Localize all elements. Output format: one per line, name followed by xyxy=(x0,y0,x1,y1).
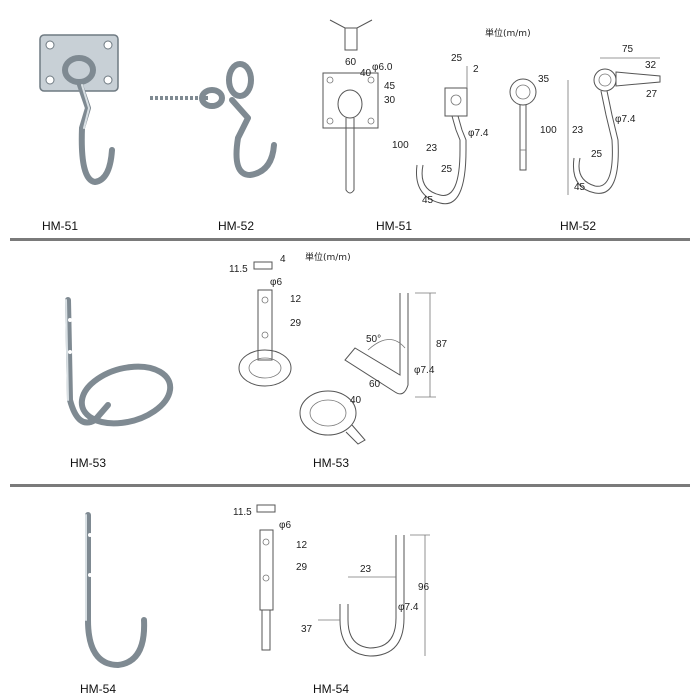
svg-text:23: 23 xyxy=(426,143,438,154)
svg-text:φ6: φ6 xyxy=(279,520,291,531)
svg-text:12: 12 xyxy=(290,294,302,305)
svg-text:40: 40 xyxy=(350,395,362,406)
divider-1 xyxy=(10,238,690,241)
svg-text:23: 23 xyxy=(360,564,372,575)
svg-text:100: 100 xyxy=(392,140,409,151)
svg-text:φ6: φ6 xyxy=(270,277,282,288)
svg-text:75: 75 xyxy=(622,44,634,55)
label-hm51-photo: HM-51 xyxy=(42,219,78,233)
hm53-drawing: 11.5 4 φ6 12 29 50° 87 60 φ7.4 40 xyxy=(229,254,448,445)
svg-text:23: 23 xyxy=(572,125,584,136)
svg-text:35: 35 xyxy=(538,74,550,85)
svg-text:25: 25 xyxy=(591,149,603,160)
svg-text:50°: 50° xyxy=(366,334,381,345)
svg-text:φ6.0: φ6.0 xyxy=(372,62,393,73)
svg-text:40: 40 xyxy=(360,68,372,79)
label-hm54-drawing: HM-54 xyxy=(313,682,349,696)
svg-text:25: 25 xyxy=(451,53,463,64)
svg-text:37: 37 xyxy=(301,624,313,635)
svg-text:φ7.4: φ7.4 xyxy=(414,365,435,376)
svg-text:45: 45 xyxy=(384,81,396,92)
svg-text:φ7.4: φ7.4 xyxy=(468,128,489,139)
svg-text:φ7.4: φ7.4 xyxy=(398,602,419,613)
svg-text:87: 87 xyxy=(436,339,448,350)
divider-2 xyxy=(10,484,690,487)
svg-text:27: 27 xyxy=(646,89,658,100)
label-hm52-photo: HM-52 xyxy=(218,219,254,233)
hm51-drawing: 60 φ6.0 40 45 30 100 23 25 45 25 2 φ7.4 xyxy=(322,19,489,206)
svg-text:11.5: 11.5 xyxy=(229,264,248,275)
svg-text:12: 12 xyxy=(296,540,308,551)
hm54-drawing: 11.5 φ6 12 29 23 96 φ7.4 37 xyxy=(233,504,430,657)
svg-text:60: 60 xyxy=(369,379,381,390)
label-hm54-photo: HM-54 xyxy=(80,682,116,696)
svg-text:29: 29 xyxy=(296,562,308,573)
hm54-photo xyxy=(85,512,148,668)
svg-text:φ7.4: φ7.4 xyxy=(615,114,636,125)
svg-text:4: 4 xyxy=(280,254,286,265)
svg-text:45: 45 xyxy=(574,182,586,193)
unit-label-top: 単位(m/m) xyxy=(485,27,531,39)
label-hm52-drawing: HM-52 xyxy=(560,219,596,233)
hm52-drawing: 35 100 75 32 27 23 φ7.4 25 45 xyxy=(509,44,661,195)
hm52-photo xyxy=(150,61,277,178)
svg-text:30: 30 xyxy=(384,95,396,106)
svg-text:25: 25 xyxy=(441,164,453,175)
svg-text:45: 45 xyxy=(422,195,434,206)
svg-text:2: 2 xyxy=(473,64,479,75)
hm51-photo xyxy=(39,34,119,185)
svg-text:100: 100 xyxy=(540,125,557,136)
unit-label-mid: 単位(m/m) xyxy=(305,251,351,263)
svg-text:96: 96 xyxy=(418,582,430,593)
label-hm53-photo: HM-53 xyxy=(70,456,106,470)
label-hm51-drawing: HM-51 xyxy=(376,219,412,233)
svg-text:60: 60 xyxy=(345,57,357,68)
svg-text:32: 32 xyxy=(645,60,657,71)
svg-text:11.5: 11.5 xyxy=(233,507,252,518)
svg-text:29: 29 xyxy=(290,318,302,329)
label-hm53-drawing: HM-53 xyxy=(313,456,349,470)
hm53-photo xyxy=(65,297,174,427)
